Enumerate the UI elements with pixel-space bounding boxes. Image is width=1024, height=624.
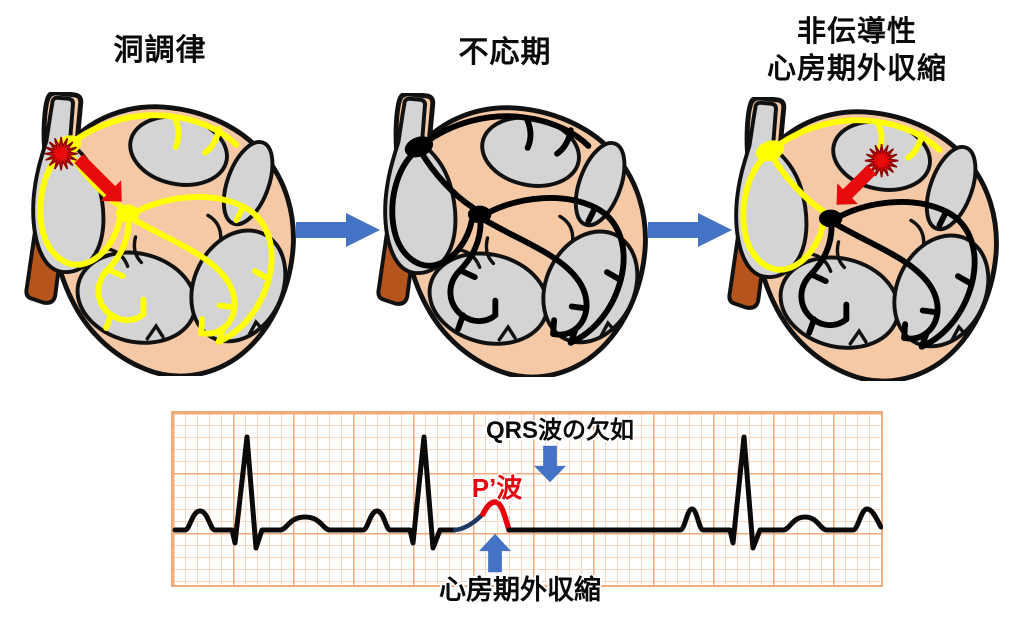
panel-title-nonconducted-pac: 非伝導性 心房期外収縮 [766, 16, 947, 85]
heart-diagram-refractory [370, 93, 653, 377]
impulse-arrow-icon [836, 164, 877, 205]
label-p-prime-wave: P’波 [471, 473, 523, 503]
heart-diagram-nonconducted-pac [721, 97, 1004, 381]
ecg-waveform [172, 434, 883, 551]
label-qrs-absent: QRS波の欠如 [485, 417, 634, 444]
panel-title-sinus-rhythm: 洞調律 [113, 34, 207, 67]
p-prime-wave-red [480, 499, 512, 533]
heart-diagram-sinus [18, 92, 301, 376]
p-prime-wave-navy [452, 511, 486, 533]
flow-arrow-icon [648, 213, 732, 247]
up-arrow-icon [479, 533, 511, 573]
flow-arrow-icon [296, 213, 380, 247]
down-arrow-icon [534, 445, 566, 483]
impulse-arrow-icon [74, 154, 122, 202]
starburst-icon [43, 136, 79, 172]
label-pac: 心房期外収縮 [439, 575, 601, 605]
panel-title-refractory: 不応期 [458, 36, 552, 69]
ecg-strip [171, 411, 883, 587]
ecg-trace [172, 434, 458, 551]
ecg-trace [506, 434, 883, 551]
